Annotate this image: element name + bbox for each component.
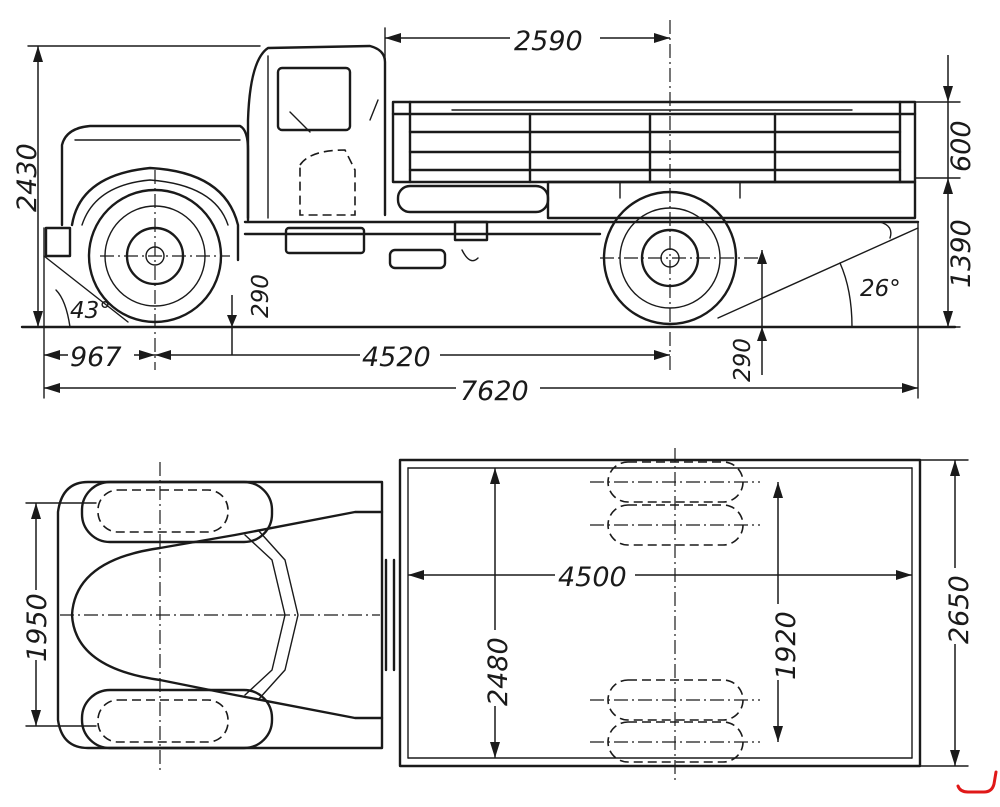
label-departure-angle: 26° xyxy=(860,276,901,302)
top-view: 1950 4500 2480 1920 2650 xyxy=(20,448,975,780)
label-cab-to-axle: 2590 xyxy=(514,26,583,57)
cargo-body xyxy=(391,100,917,220)
label-body-length: 4500 xyxy=(558,562,627,593)
label-wheelbase: 4520 xyxy=(362,342,431,373)
cargo-body-plan xyxy=(384,458,922,768)
label-body-outer-width: 2650 xyxy=(944,575,975,644)
side-view: 2430 2590 600 1390 967 4520 xyxy=(12,20,977,407)
cab xyxy=(246,44,387,220)
label-overall-length: 7620 xyxy=(460,376,529,407)
approach-angle-line xyxy=(43,255,129,323)
rear-wheels-plan xyxy=(159,448,760,780)
label-front-clearance: 290 xyxy=(248,274,274,318)
corner-mark xyxy=(956,770,998,794)
label-front-track: 1950 xyxy=(22,593,53,662)
departure-angle-line xyxy=(717,227,919,319)
label-platform-height: 1390 xyxy=(946,219,977,288)
label-front-overhang: 967 xyxy=(70,342,122,373)
chassis xyxy=(243,220,920,270)
hood xyxy=(44,124,250,262)
label-body-inner-width: 2480 xyxy=(483,637,514,706)
cab-plan xyxy=(56,480,384,750)
rear-wheel xyxy=(602,190,738,326)
label-rear-clearance: 290 xyxy=(730,338,756,382)
label-overall-height: 2430 xyxy=(12,143,43,212)
label-body-side-height: 600 xyxy=(946,120,977,172)
label-approach-angle: 43° xyxy=(70,298,111,324)
label-rear-track: 1920 xyxy=(771,611,802,680)
